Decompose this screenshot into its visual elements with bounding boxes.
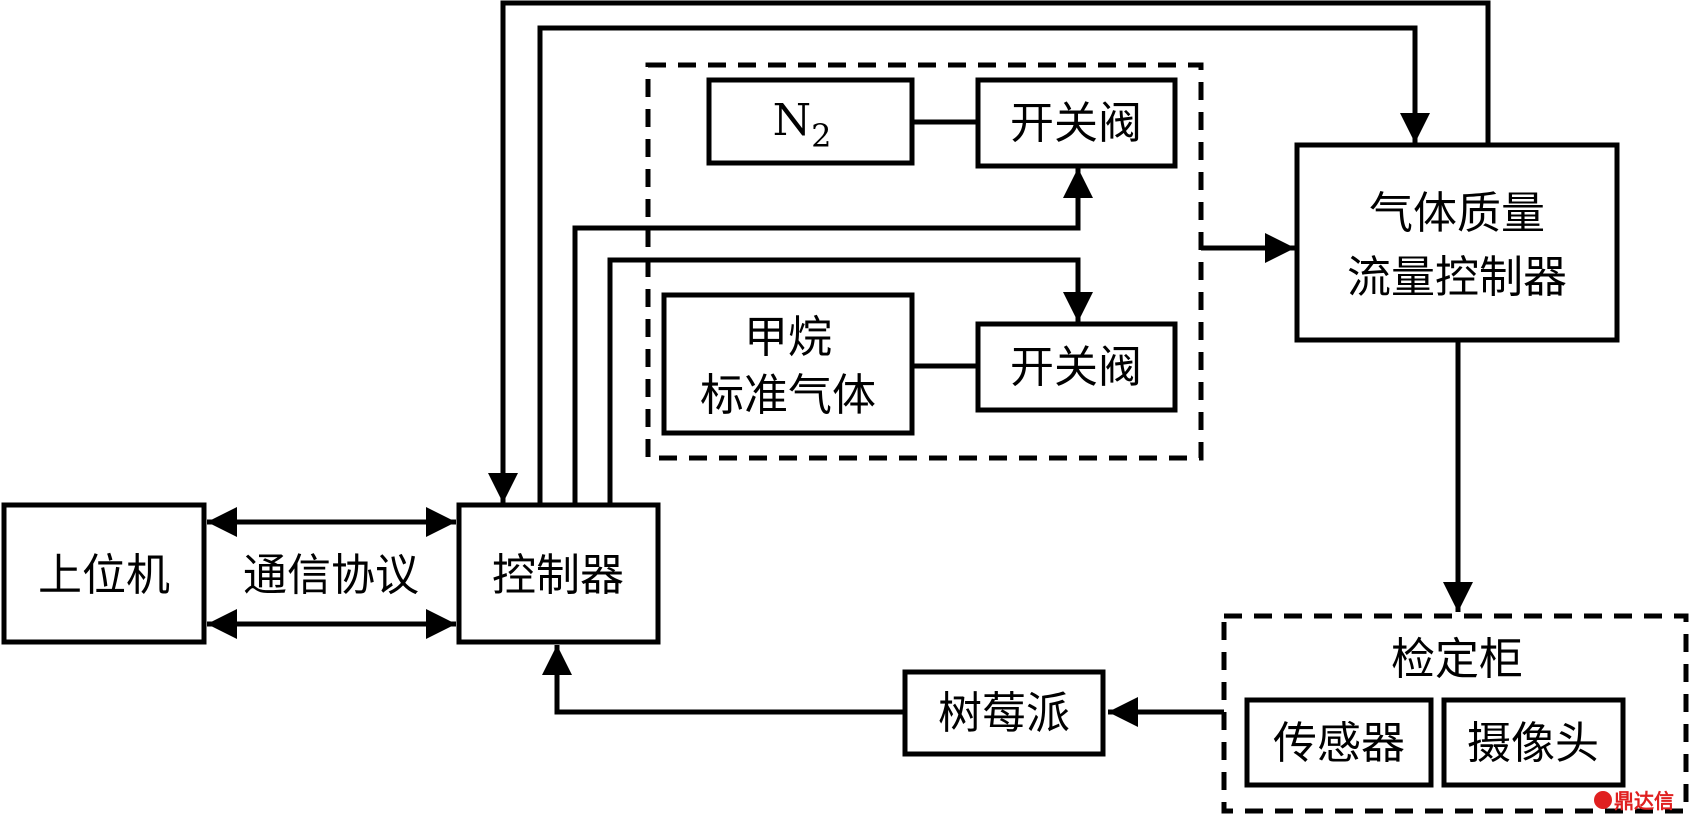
n2-subscript: 2 [811,117,831,155]
node-sensor: 传感器 [1244,697,1434,788]
camera-label: 摄像头 [1467,718,1599,769]
valve-2-label: 开关阀 [1010,342,1142,393]
host-pc-label: 上位机 [38,550,170,601]
node-camera: 摄像头 [1441,697,1626,788]
node-valve-2: 开关阀 [975,321,1178,413]
link-controller-to-valve1 [572,168,1093,503]
cabinet-label: 检定柜 [1391,634,1523,685]
raspberry-pi-label: 树莓派 [938,688,1070,739]
sensor-label: 传感器 [1273,718,1405,769]
svg-text:N2: N2 [773,95,832,155]
watermark-text: 鼎达信 [1614,789,1674,813]
node-n2: N2 [706,77,915,166]
protocol-label: 通信协议 [243,550,419,601]
valve-1-label: 开关阀 [1010,98,1142,149]
connectors [207,0,1491,727]
link-raspi-to-controller [542,645,903,715]
n2-label: N [773,95,812,146]
controller-label: 控制器 [492,550,624,601]
link-controller-to-mfc [537,25,1430,503]
mfc-label-line2: 流量控制器 [1347,252,1567,303]
link-mfc-to-controller [488,0,1491,503]
node-mass-flow-controller: 气体质量 流量控制器 [1294,142,1620,343]
methane-label-line1: 甲烷 [744,312,832,363]
node-controller: 控制器 [456,502,661,645]
node-host-pc: 上位机 [1,502,207,645]
node-methane: 甲烷 标准气体 [661,292,915,436]
node-valve-1: 开关阀 [975,77,1178,169]
watermark-logo-icon [1594,791,1612,809]
link-controller-to-valve2 [607,257,1093,503]
node-raspberry-pi: 树莓派 [902,669,1106,757]
mfc-label-line1: 气体质量 [1369,188,1545,239]
methane-label-line2: 标准气体 [700,370,876,421]
watermark: 鼎达信 [1594,789,1674,813]
